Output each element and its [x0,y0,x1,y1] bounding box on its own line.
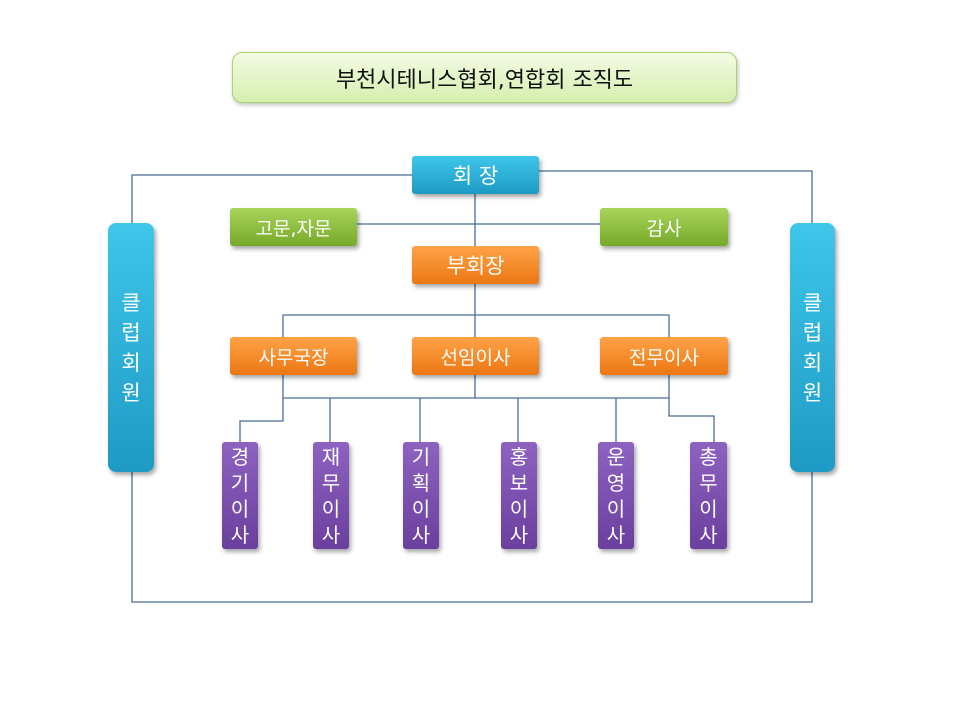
line-president-left-members [131,174,412,223]
club-members-right-char: 럽 [802,320,823,345]
secretary-general-box: 사무국장 [230,337,357,375]
director-char: 이 [509,496,529,521]
vice-president-box: 부회장 [412,246,539,284]
director-char: 운 [606,444,626,469]
club-members-left-char: 원 [121,380,141,405]
club-members-right-char: 원 [802,380,823,405]
auditor-box: 감사 [600,208,728,246]
director-char: 이 [606,496,626,521]
director-char: 사 [699,522,718,547]
line-members-bottom [131,472,813,603]
club-members-left-char: 럽 [121,320,141,345]
club-members-right-char: 회 [802,350,823,375]
director-char: 기 [411,444,431,469]
director-char: 경 [230,444,250,469]
director-char: 보 [509,470,529,495]
director-char: 이 [699,496,718,521]
club-members-right-char: 클 [802,290,823,315]
chart-title: 부천시테니스협회,연합회 조직도 [232,52,737,103]
senior-director-box: 선임이사 [412,337,539,375]
club-members-left-char: 클 [121,290,141,315]
director-char: 이 [411,496,431,521]
president-box: 회 장 [412,156,539,194]
director-char: 기 [230,470,250,495]
line-vice-branches [282,314,670,337]
director-char: 획 [411,470,431,495]
club-members-right-box: 클 럽 회 원 [790,223,835,472]
director-char: 홍 [509,444,529,469]
club-members-left-box: 클 럽 회 원 [108,223,154,472]
director-char: 사 [606,522,626,547]
director-char: 무 [321,470,341,495]
club-members-left-char: 회 [121,350,141,375]
director-char: 사 [321,522,341,547]
director-char: 재 [321,444,341,469]
director-char: 영 [606,470,626,495]
executive-director-box: 전무이사 [600,337,728,375]
advisor-box: 고문,자문 [230,208,357,246]
director-char: 무 [699,470,718,495]
director-char: 사 [509,522,529,547]
line-president-right-members [539,170,813,223]
director-char: 총 [699,444,718,469]
director-char: 이 [321,496,341,521]
director-char: 사 [230,522,250,547]
director-char: 사 [411,522,431,547]
director-char: 이 [230,496,250,521]
